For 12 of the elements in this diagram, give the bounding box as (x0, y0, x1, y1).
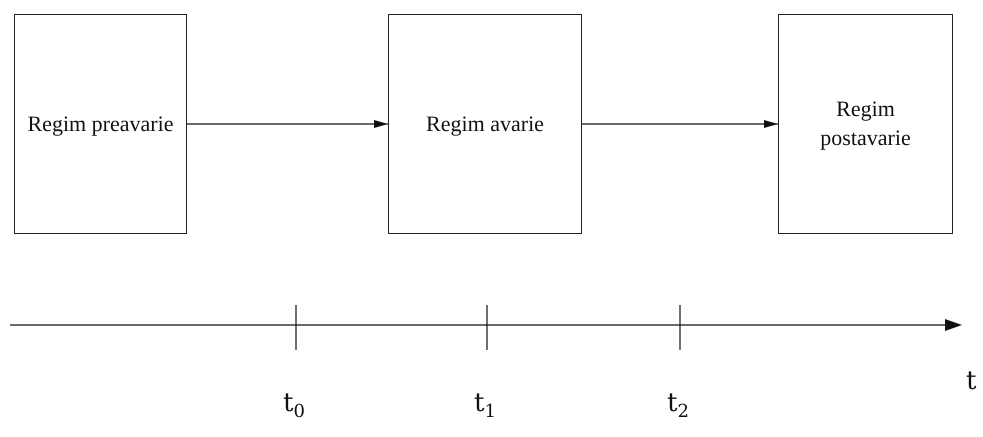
arrow (187, 120, 388, 128)
arrow (582, 120, 778, 128)
tick-label: t$_{2}$ (667, 390, 689, 422)
state-label: Regim avarie (425, 110, 545, 138)
state-box (778, 14, 953, 234)
tick-label: t$_{1}$ (474, 390, 496, 422)
tick-label: t$_{0}$ (283, 390, 305, 422)
state-box (388, 14, 582, 234)
state-box (14, 14, 187, 234)
state-label: Regim preavarie (26, 110, 174, 138)
state-label: Regim postavarie (819, 95, 912, 152)
axis-label: t (966, 368, 976, 394)
